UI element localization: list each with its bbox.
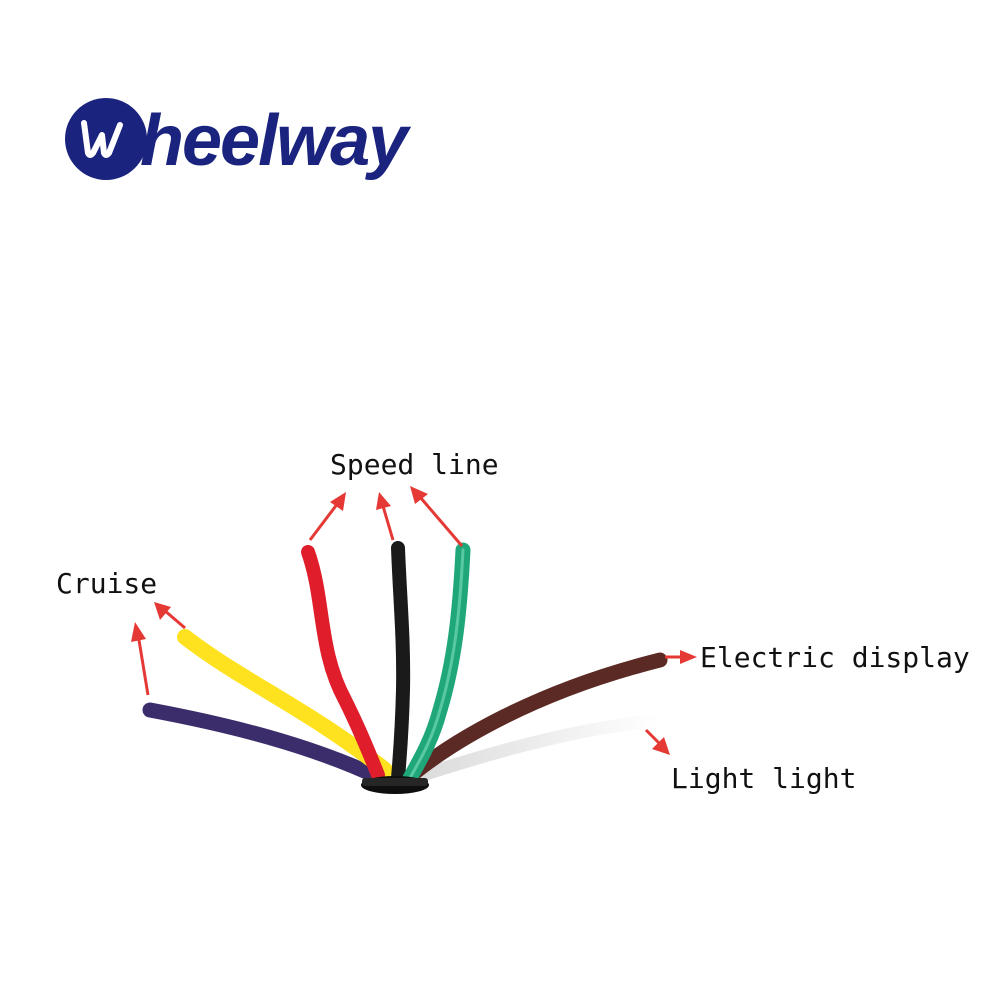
logo-badge-glyph — [81, 120, 123, 158]
wire-red — [301, 545, 385, 782]
wire-black — [391, 541, 411, 785]
arrow-cruise-yellow — [154, 602, 186, 630]
logo-wordmark: heelway — [140, 101, 412, 180]
label-light-light: Light light — [671, 762, 857, 795]
wire-green-stripe — [408, 548, 465, 780]
arrow-electric-display — [665, 650, 697, 664]
label-cruise: Cruise — [56, 567, 158, 600]
cable-sheath-ring — [362, 778, 428, 786]
wheelway-logo: heelway — [65, 98, 414, 180]
arrow-cruise-purple — [131, 622, 150, 696]
logo-badge — [65, 98, 147, 180]
label-speed-line: Speed line — [330, 448, 499, 481]
label-electric-display: Electric display — [700, 641, 970, 674]
arrow-speed-green — [410, 486, 464, 547]
wire-purple — [142, 702, 388, 786]
wire-yellow — [177, 629, 393, 778]
arrow-speed-red — [308, 492, 346, 541]
arrow-speed-black — [376, 492, 395, 541]
wire-white — [393, 713, 667, 789]
arrow-light — [644, 728, 670, 755]
